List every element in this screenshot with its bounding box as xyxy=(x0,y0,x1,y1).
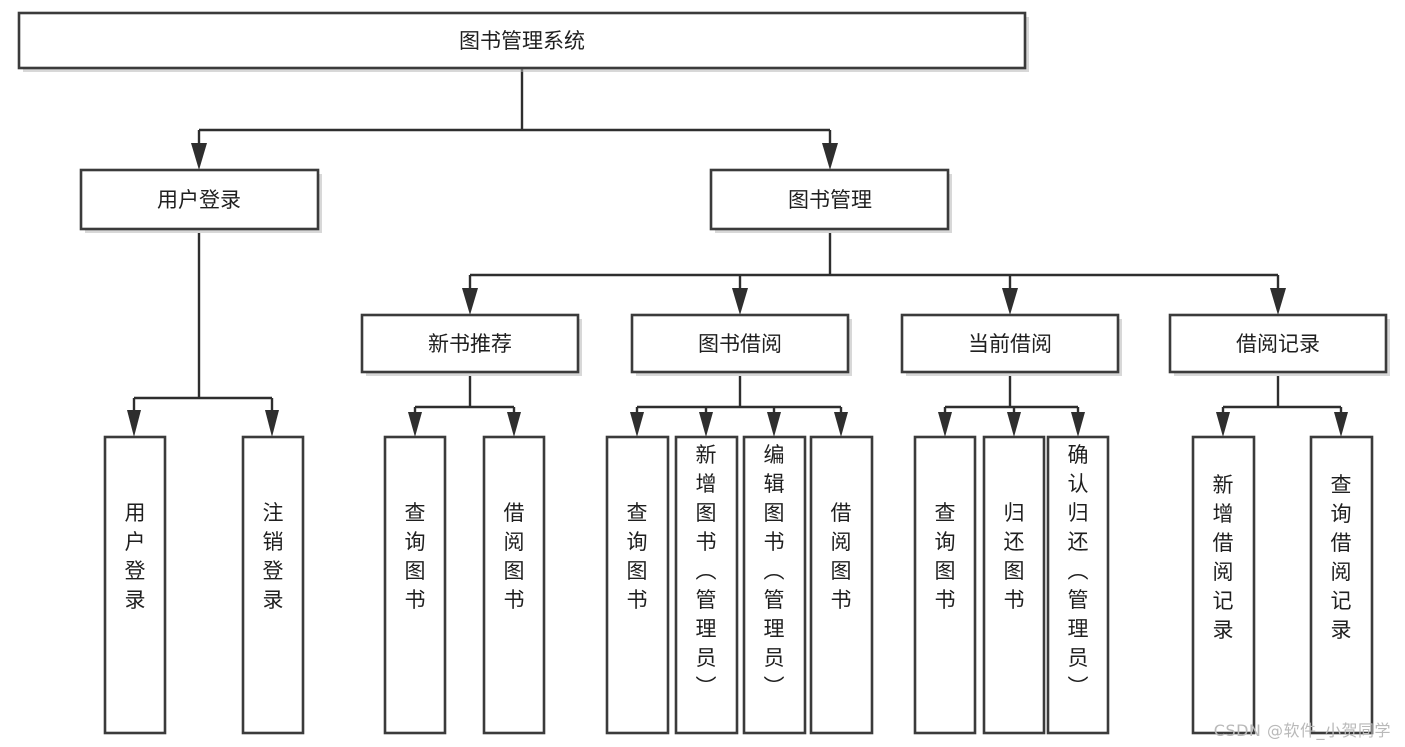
node-leaf-borrow-book-2[interactable]: 借阅图书 xyxy=(809,435,874,735)
leaf-return-book-box[interactable] xyxy=(982,435,1046,735)
leaf-query-book-2-label: 查询图书 xyxy=(627,501,648,612)
node-current-borrow[interactable]: 当前借阅 xyxy=(900,313,1122,376)
book-management-box[interactable] xyxy=(709,168,950,231)
node-leaf-query-book-1[interactable]: 查询图书 xyxy=(383,435,447,735)
leaf-query-book-1-box[interactable] xyxy=(383,435,447,735)
book-borrow-label: 图书借阅 xyxy=(698,332,782,356)
arrow-head-leaf-query-book-2 xyxy=(630,412,644,437)
leaf-query-book-1-label: 查询图书 xyxy=(405,501,426,612)
arrow-head-leaf-logout xyxy=(265,410,279,437)
leaf-user-login-label: 用户登录 xyxy=(125,501,146,612)
arrow-head-leaf-query-book-3 xyxy=(938,412,952,437)
node-root[interactable]: 图书管理系统 xyxy=(17,11,1029,72)
arrow-head-leaf-user-login xyxy=(127,410,141,437)
node-user-login[interactable]: 用户登录 xyxy=(79,168,322,233)
arrow-head-leaf-add-record xyxy=(1216,412,1230,437)
leaf-edit-book-box[interactable] xyxy=(742,435,807,735)
leaf-query-book-2-box[interactable] xyxy=(605,435,670,735)
leaf-add-book-label: 新增图书︵管理员︶ xyxy=(696,443,717,699)
csdn-watermark: CSDN @软件_小贺同学 xyxy=(1213,721,1391,740)
node-leaf-return-book[interactable]: 归还图书 xyxy=(982,435,1046,735)
arrow-head-book-management xyxy=(822,143,838,170)
node-leaf-confirm-return[interactable]: 确认归还︵管理员︶ xyxy=(1046,435,1110,735)
book-borrow-box[interactable] xyxy=(630,313,850,374)
node-leaf-logout[interactable]: 注销登录 xyxy=(241,435,305,735)
leaf-add-record-label: 新增借阅记录 xyxy=(1213,473,1234,642)
new-book-recommend-box[interactable] xyxy=(360,313,580,374)
root-box[interactable] xyxy=(17,11,1027,70)
node-leaf-query-record[interactable]: 查询借阅记录 xyxy=(1309,435,1374,735)
leaf-edit-book-label: 编辑图书︵管理员︶ xyxy=(764,443,785,699)
node-leaf-add-book[interactable]: 新增图书︵管理员︶ xyxy=(674,435,739,735)
arrow-head-leaf-query-record xyxy=(1334,412,1348,437)
arrow-head-leaf-edit-book xyxy=(767,412,781,437)
arrow-head-current-borrow xyxy=(1002,288,1018,315)
node-new-book-recommend[interactable]: 新书推荐 xyxy=(360,313,582,376)
node-leaf-edit-book[interactable]: 编辑图书︵管理员︶ xyxy=(742,435,807,735)
leaf-query-book-3-box[interactable] xyxy=(913,435,977,735)
leaf-query-record-box[interactable] xyxy=(1309,435,1374,735)
leaf-return-book-label: 归还图书 xyxy=(1004,501,1025,612)
current-borrow-box[interactable] xyxy=(900,313,1120,374)
leaf-layer: 用户登录 注销登录 查询图书 借阅图书 查询图书 新增图书︵管理员︶ xyxy=(103,435,1374,735)
leaf-add-book-box[interactable] xyxy=(674,435,739,735)
leaf-borrow-book-1-label: 借阅图书 xyxy=(504,501,525,612)
node-book-management[interactable]: 图书管理 xyxy=(709,168,952,233)
arrow-head-new-book-recommend xyxy=(462,288,478,315)
leaf-borrow-book-1-box[interactable] xyxy=(482,435,546,735)
leaf-confirm-return-box[interactable] xyxy=(1046,435,1110,735)
user-login-label: 用户登录 xyxy=(157,188,241,212)
arrow-head-leaf-add-book xyxy=(699,412,713,437)
node-book-borrow[interactable]: 图书借阅 xyxy=(630,313,852,376)
node-leaf-borrow-book-1[interactable]: 借阅图书 xyxy=(482,435,546,735)
leaf-add-record-box[interactable] xyxy=(1191,435,1256,735)
leaf-query-record-label: 查询借阅记录 xyxy=(1331,473,1352,642)
leaf-logout-label: 注销登录 xyxy=(263,501,284,612)
node-leaf-query-book-2[interactable]: 查询图书 xyxy=(605,435,670,735)
arrow-head-user-login xyxy=(191,143,207,170)
leaf-borrow-book-2-box[interactable] xyxy=(809,435,874,735)
arrow-head-leaf-confirm-return xyxy=(1071,412,1085,437)
arrow-head-leaf-borrow-book-1 xyxy=(507,412,521,437)
node-leaf-add-record[interactable]: 新增借阅记录 xyxy=(1191,435,1256,735)
root-label: 图书管理系统 xyxy=(459,29,585,53)
leaf-query-book-3-label: 查询图书 xyxy=(935,501,956,612)
current-borrow-label: 当前借阅 xyxy=(968,332,1052,356)
arrow-head-borrow-record xyxy=(1270,288,1286,315)
node-leaf-query-book-3[interactable]: 查询图书 xyxy=(913,435,977,735)
leaf-confirm-return-label: 确认归还︵管理员︶ xyxy=(1068,443,1089,699)
borrow-record-label: 借阅记录 xyxy=(1236,332,1320,356)
leaf-borrow-book-2-label: 借阅图书 xyxy=(831,501,852,612)
book-management-label: 图书管理 xyxy=(788,188,872,212)
leaf-logout-box[interactable] xyxy=(241,435,305,735)
node-borrow-record[interactable]: 借阅记录 xyxy=(1168,313,1390,376)
arrow-head-book-borrow xyxy=(732,288,748,315)
user-login-box[interactable] xyxy=(79,168,320,231)
arrow-head-leaf-borrow-book-2 xyxy=(834,412,848,437)
new-book-recommend-label: 新书推荐 xyxy=(428,332,512,356)
leaf-user-login-box[interactable] xyxy=(103,435,167,735)
connector-layer xyxy=(127,68,1348,437)
arrow-head-leaf-return-book xyxy=(1007,412,1021,437)
borrow-record-box[interactable] xyxy=(1168,313,1388,374)
node-leaf-user-login[interactable]: 用户登录 xyxy=(103,435,167,735)
arrow-head-leaf-query-book-1 xyxy=(408,412,422,437)
